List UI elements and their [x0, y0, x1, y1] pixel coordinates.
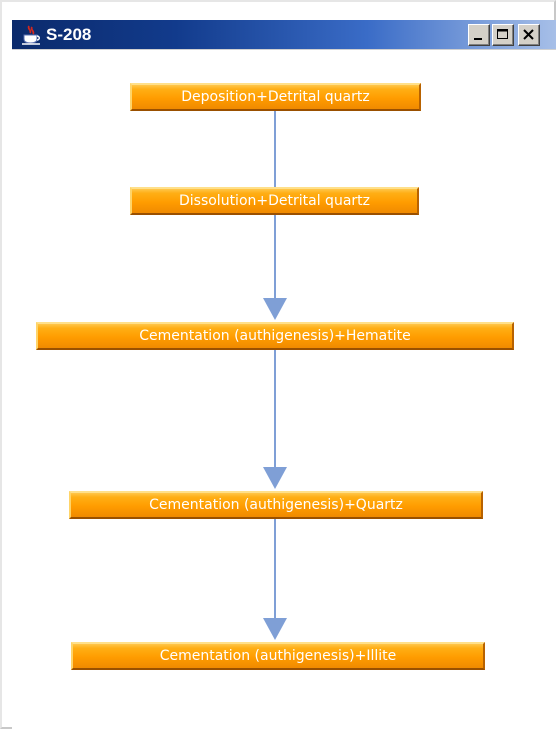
window-title: S-208 [46, 25, 92, 44]
flow-node[interactable]: Cementation (authigenesis)+Quartz [69, 491, 483, 519]
maximize-icon [497, 29, 508, 39]
flow-node[interactable]: Cementation (authigenesis)+Illite [71, 642, 485, 670]
flow-node[interactable]: Deposition+Detrital quartz [130, 83, 421, 111]
flow-node[interactable]: Cementation (authigenesis)+Hematite [36, 322, 514, 350]
title-bar[interactable]: S-208 [12, 20, 556, 50]
arrowhead-icon [263, 298, 287, 320]
arrowhead-icon [263, 467, 287, 489]
java-cup-icon [22, 25, 40, 45]
close-button[interactable] [518, 24, 540, 46]
minimize-button[interactable] [468, 24, 490, 46]
arrowhead-icon [263, 618, 287, 640]
flow-node[interactable]: Dissolution+Detrital quartz [130, 187, 419, 215]
close-icon [523, 29, 534, 40]
minimize-icon [474, 38, 482, 40]
maximize-button[interactable] [492, 24, 514, 46]
flow-connectors [263, 111, 287, 640]
